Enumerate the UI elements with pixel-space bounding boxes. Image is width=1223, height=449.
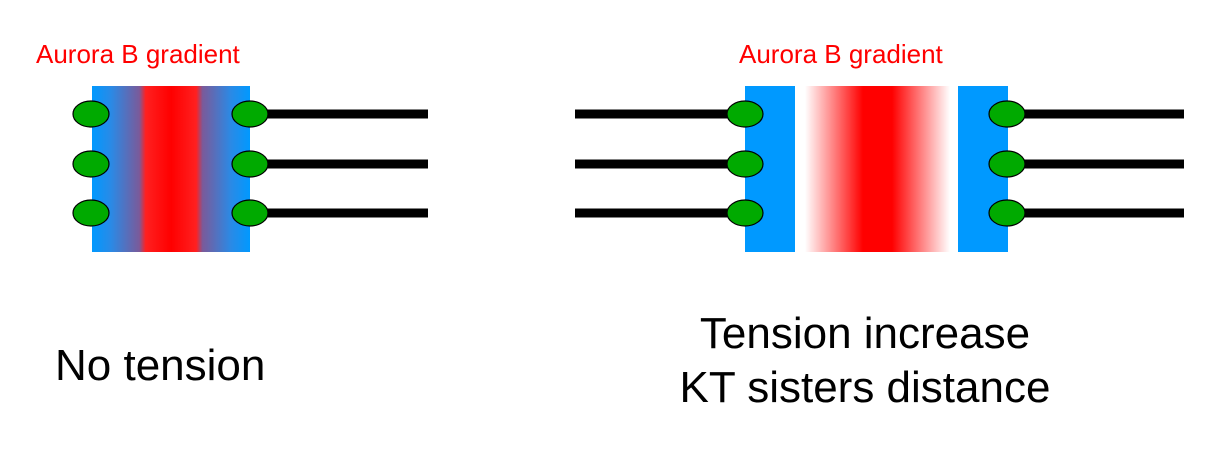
right-kinetochore-dot [988, 100, 1026, 128]
right-caption-line1: Tension increase [700, 309, 1030, 358]
left-kinetochore-dot [231, 150, 269, 178]
right-panel: Aurora B gradient Tension increase KT si… [575, 39, 1184, 412]
right-aurora-gradient [805, 86, 950, 252]
left-kinetochore-dot [231, 100, 269, 128]
left-centromere-block [92, 86, 250, 252]
right-kinetochore-dot [988, 150, 1026, 178]
left-gradient-label: Aurora B gradient [36, 39, 241, 69]
left-kinetochore-dot [72, 150, 110, 178]
right-kinetochore-dot [726, 150, 764, 178]
right-kinetochore-dot [726, 199, 764, 227]
left-kinetochore-dot [72, 100, 110, 128]
left-panel: Aurora B gradient No tension [36, 39, 428, 390]
left-kinetochore-dot [231, 199, 269, 227]
right-gradient-label: Aurora B gradient [739, 39, 944, 69]
right-kinetochore-dot [988, 199, 1026, 227]
right-caption-line2: KT sisters distance [680, 363, 1051, 412]
left-caption: No tension [55, 341, 265, 390]
right-kinetochore-dot [726, 100, 764, 128]
left-kinetochore-dot [72, 199, 110, 227]
